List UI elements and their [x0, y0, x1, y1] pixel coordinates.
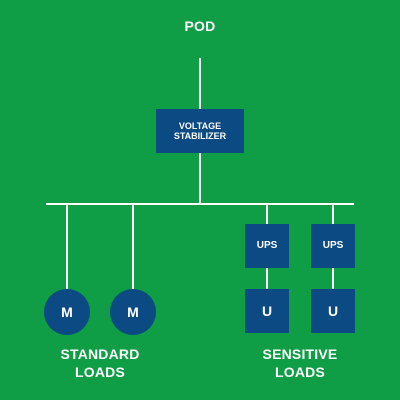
voltage-stabilizer-box: VOLTAGE STABILIZER — [156, 109, 244, 153]
motor-2: M — [110, 289, 156, 335]
ups-box-1: UPS — [245, 224, 289, 268]
standard-loads-label: STANDARD LOADS — [60, 346, 140, 380]
unit-box-2: U — [311, 289, 355, 333]
pod-title: POD — [184, 18, 216, 34]
unit-box-1: U — [245, 289, 289, 333]
sensitive-loads-label: SENSITIVE LOADS — [262, 346, 338, 380]
ups-box-2: UPS — [311, 224, 355, 268]
motor-1: M — [44, 289, 90, 335]
